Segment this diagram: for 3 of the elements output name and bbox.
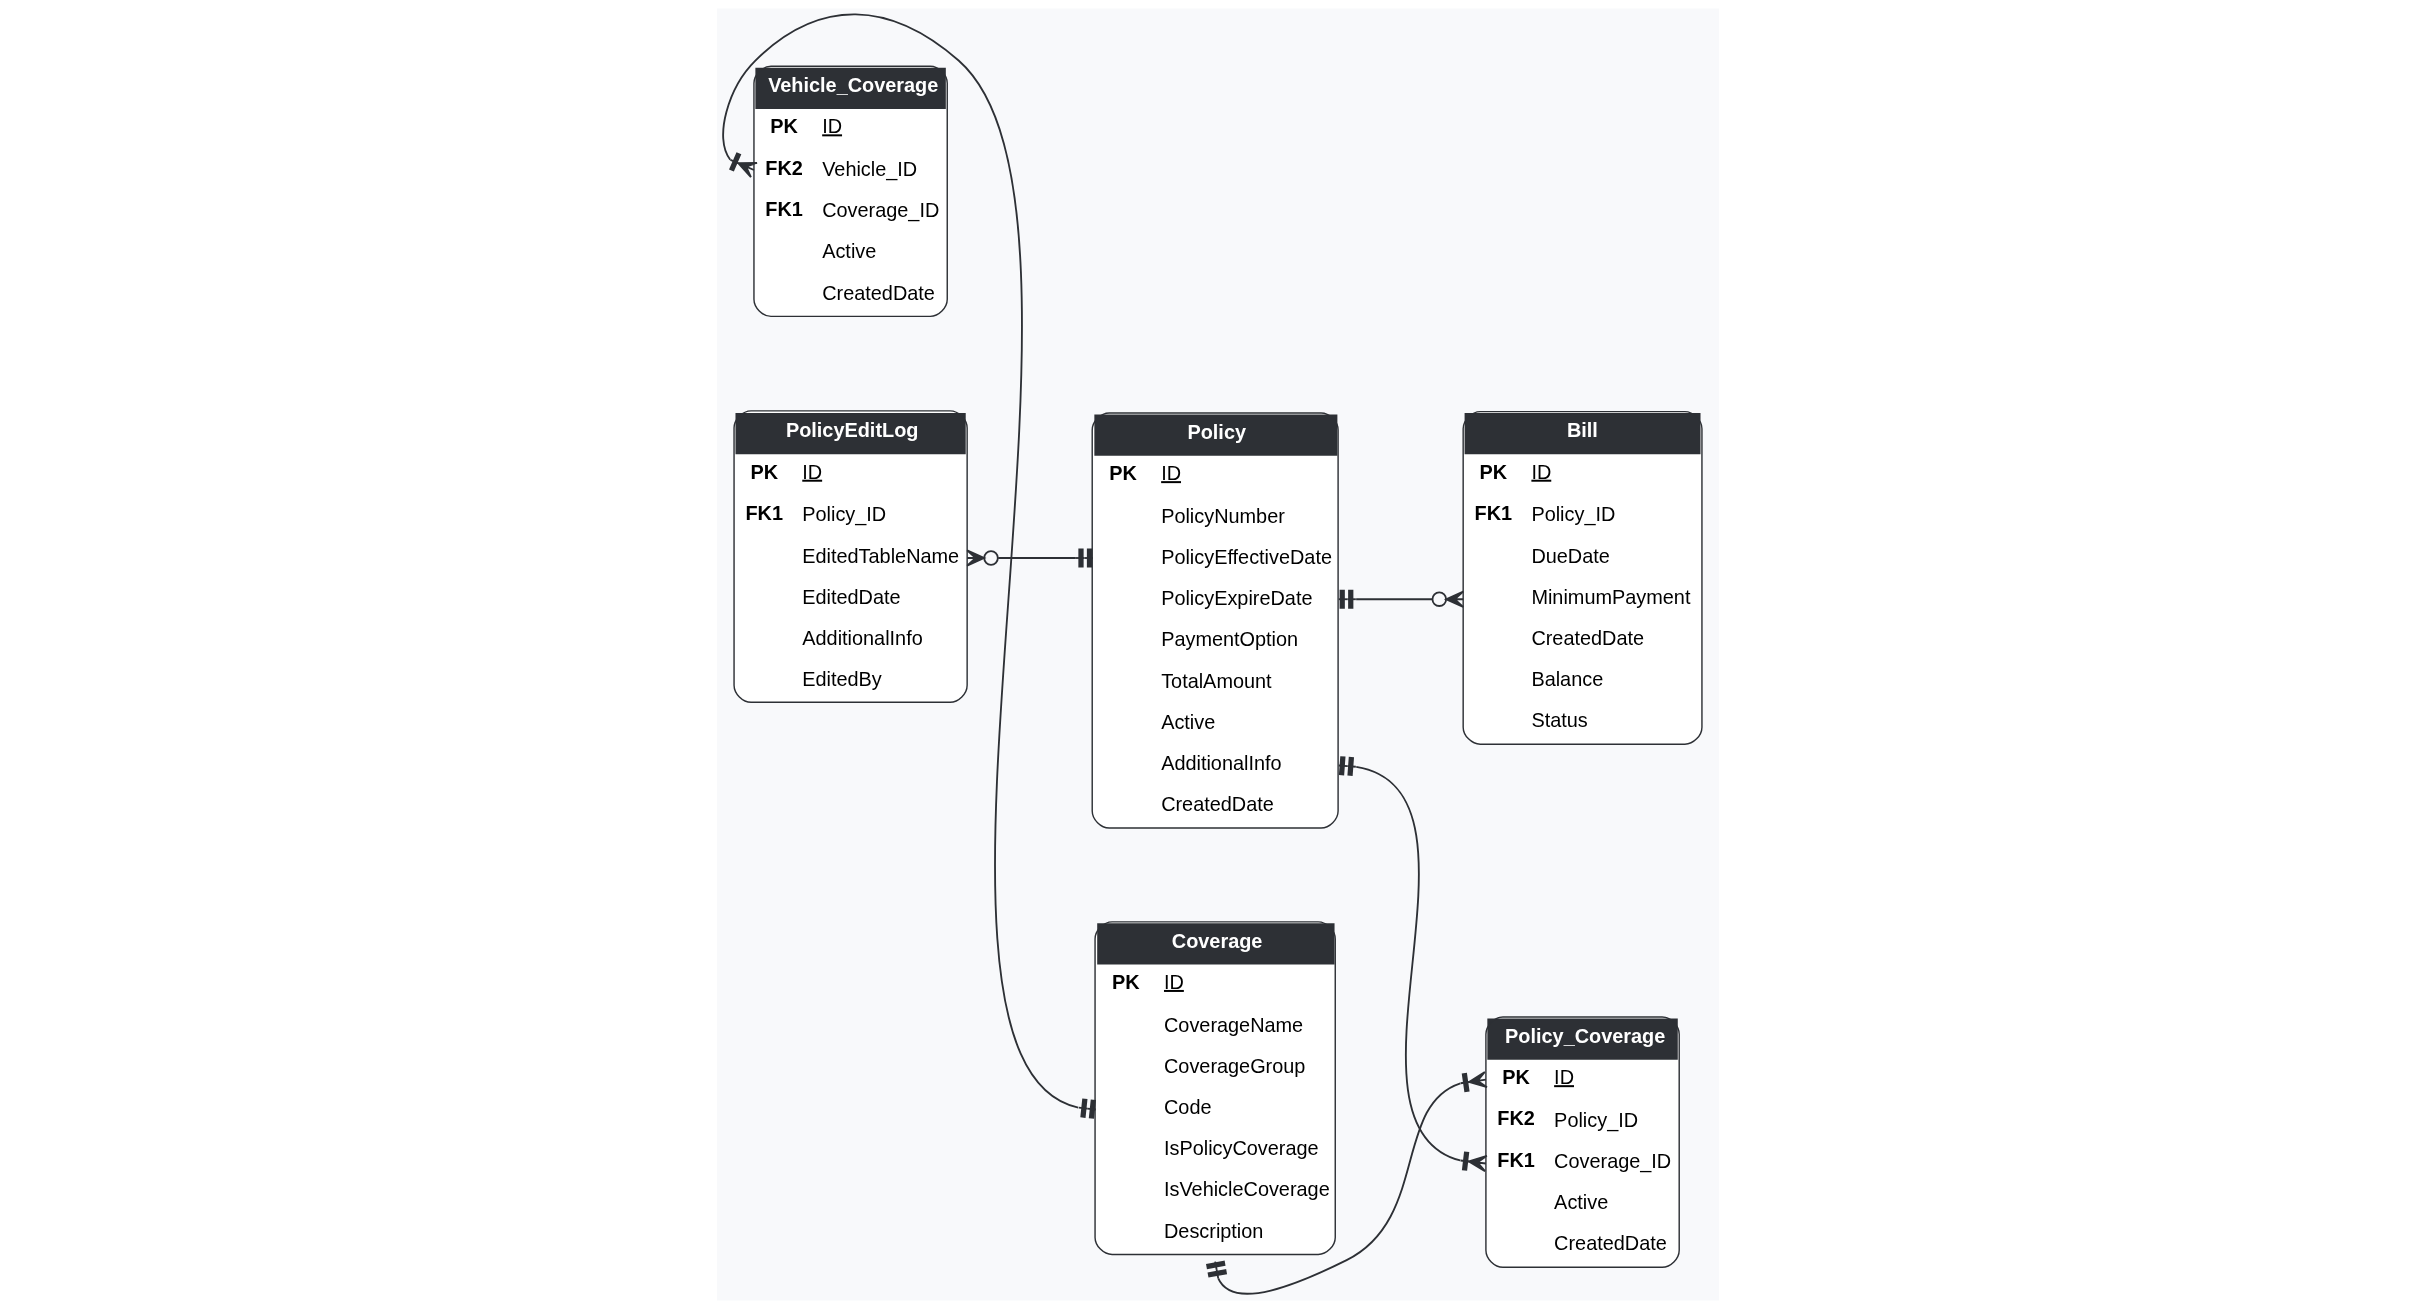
connector <box>721 13 1097 1119</box>
connector <box>1205 1071 1488 1295</box>
connector <box>1337 756 1488 1172</box>
